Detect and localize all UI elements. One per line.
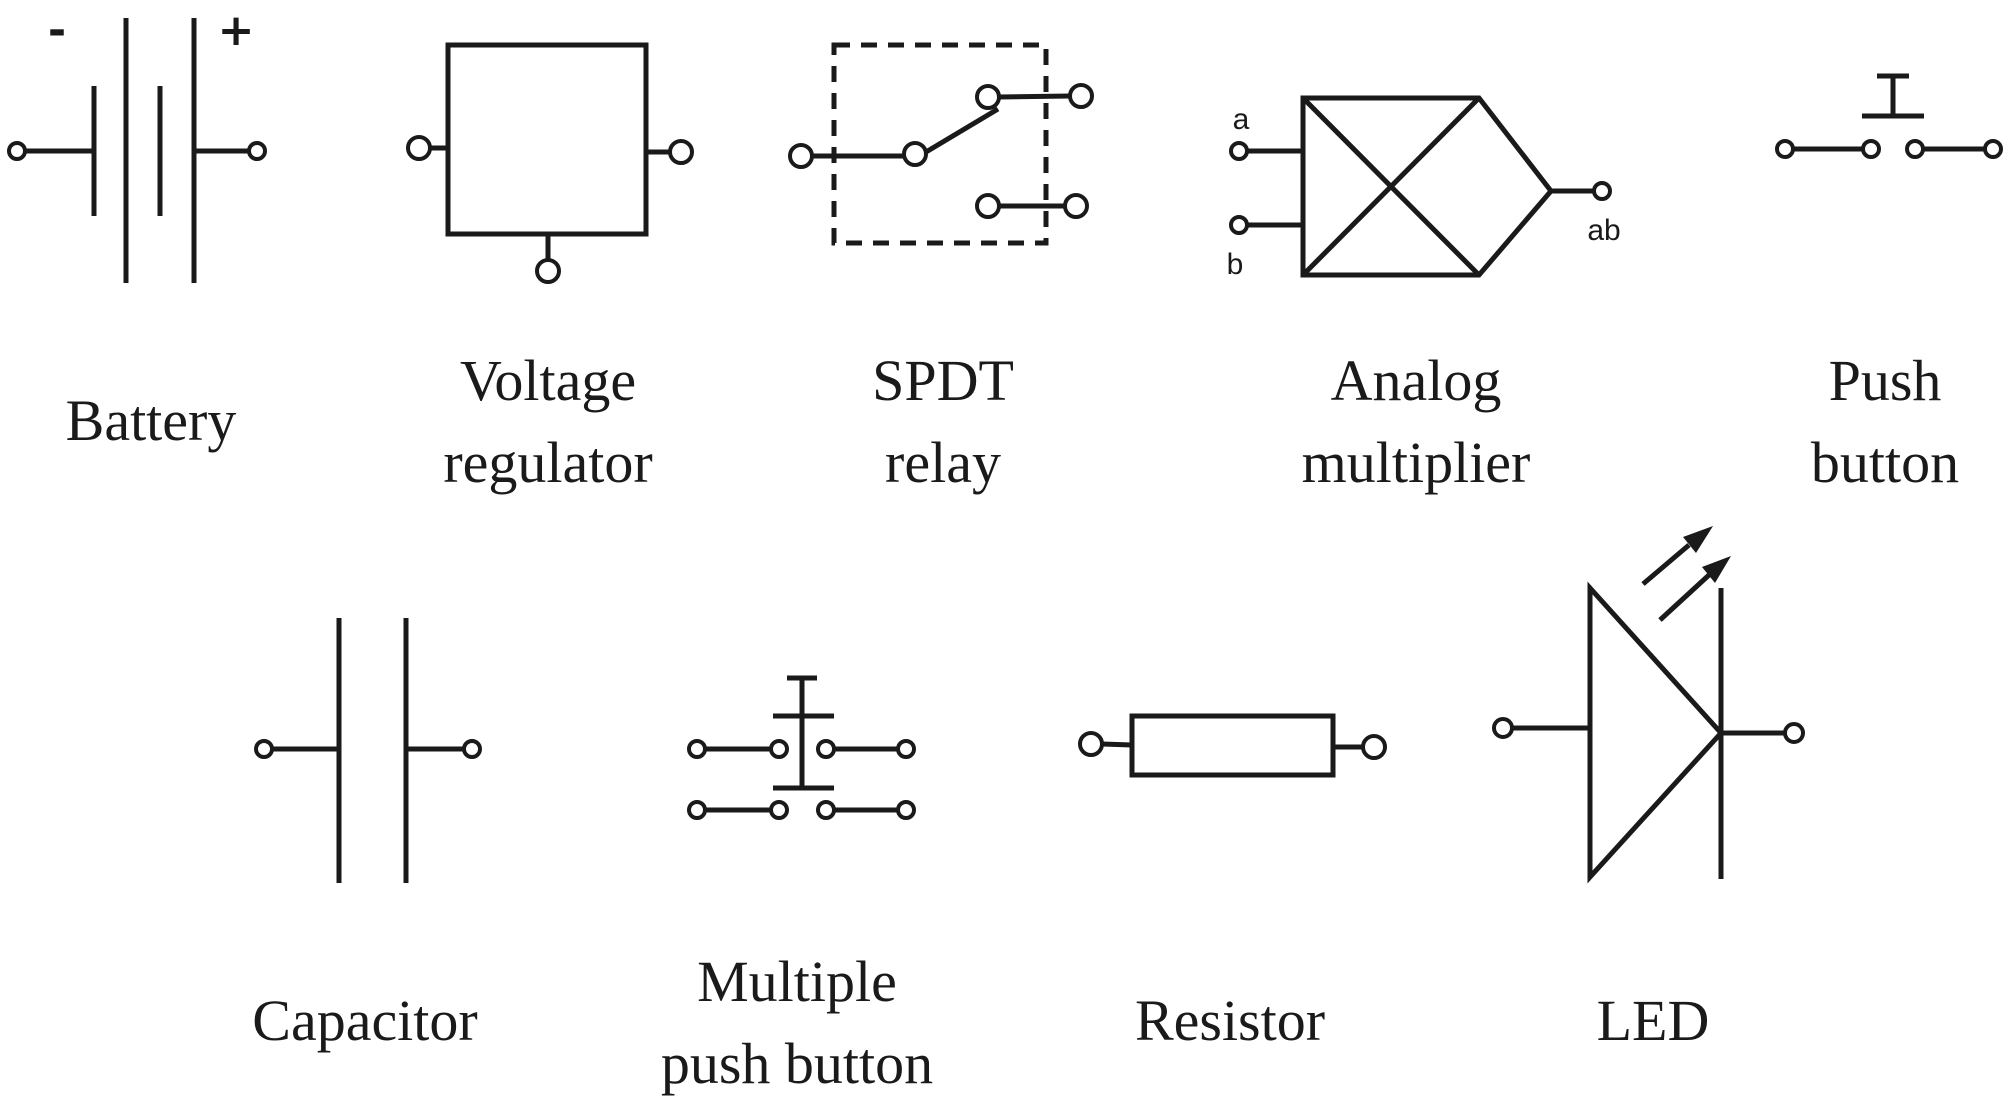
multiple-push-button-symbol [687, 675, 916, 820]
battery-minus-sign: - [48, 5, 66, 56]
push-button-caption: Push button [1810, 348, 1960, 495]
battery-caption: Battery [65, 388, 237, 453]
resistor-symbol [1078, 713, 1387, 778]
led-caption: LED [1596, 988, 1710, 1053]
multiple-push-button-caption: Multiple push button [660, 949, 934, 1096]
analog-multiplier-caption: Analog multiplier [1301, 348, 1531, 495]
spdt-relay-symbol [788, 42, 1094, 246]
multiplier-input-b-label: b [1227, 248, 1244, 281]
spdt-relay-caption: SPDT relay [872, 348, 1014, 495]
capacitor-symbol [254, 618, 482, 883]
analog-multiplier-symbol: a b ab [1227, 95, 1621, 281]
battery-symbol: - + [7, 5, 267, 283]
push-button-symbol [1775, 73, 2003, 159]
voltage-regulator-symbol [406, 42, 694, 284]
capacitor-caption: Capacitor [252, 988, 478, 1053]
multiplier-input-a-label: a [1233, 103, 1250, 136]
led-symbol [1492, 526, 1805, 884]
resistor-caption: Resistor [1134, 988, 1326, 1053]
battery-plus-sign: + [218, 5, 255, 56]
multiplier-output-ab-label: ab [1587, 214, 1620, 247]
voltage-regulator-caption: Voltage regulator [443, 348, 653, 495]
